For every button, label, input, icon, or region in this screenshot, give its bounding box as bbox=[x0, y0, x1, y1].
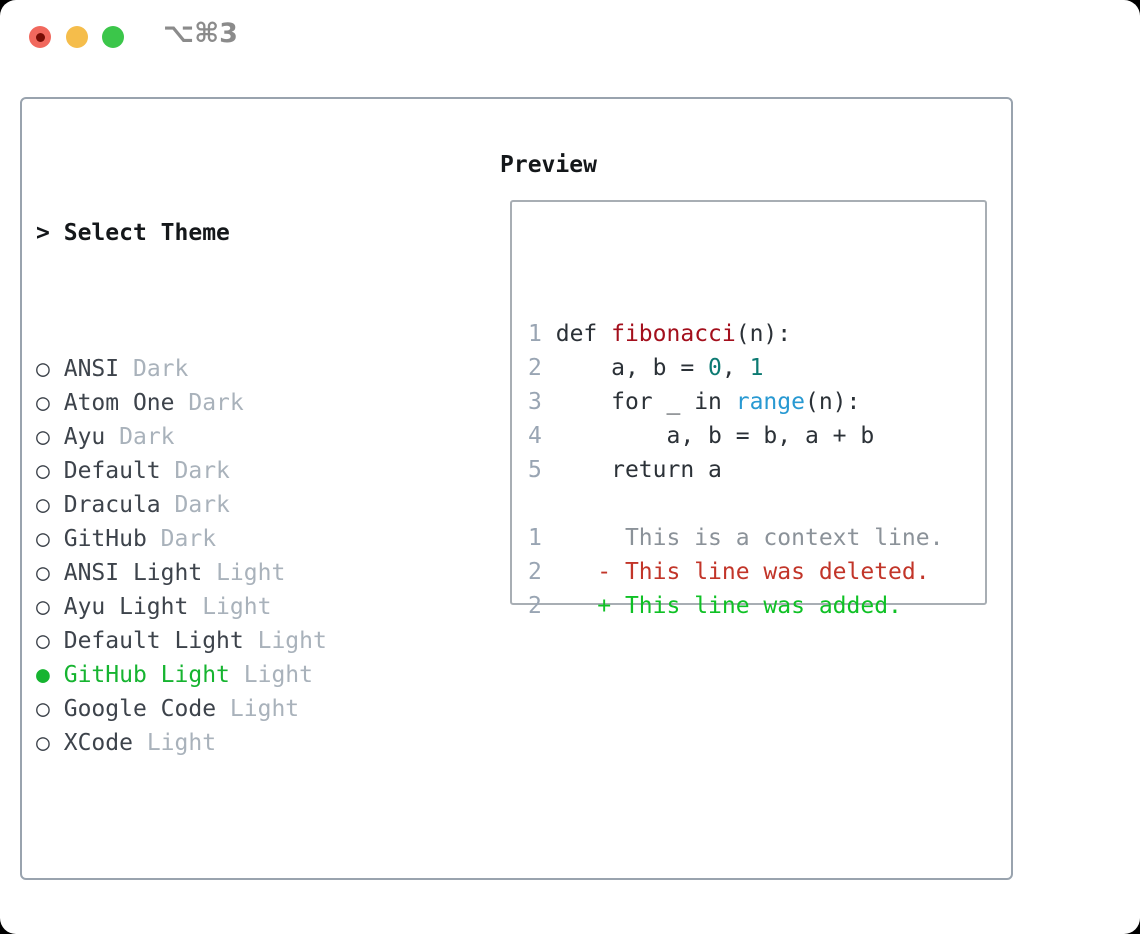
theme-item[interactable]: ○ ANSI Dark bbox=[36, 352, 424, 386]
theme-variant: Dark bbox=[132, 356, 189, 382]
radio-icon: ○ bbox=[36, 458, 50, 484]
preview-line: 1 def fibonacci(n): bbox=[528, 317, 985, 351]
radio-icon: ○ bbox=[36, 696, 50, 722]
radio-icon: ○ bbox=[36, 730, 50, 756]
preview-line: 2 + This line was added. bbox=[528, 589, 985, 623]
theme-variant: Dark bbox=[119, 424, 175, 450]
preview-header: Preview bbox=[500, 152, 597, 178]
theme-name: Ayu bbox=[63, 424, 106, 450]
preview-line: 2 a, b = 0, 1 bbox=[528, 351, 985, 385]
radio-icon: ○ bbox=[36, 594, 50, 620]
code-segment: This is a context line. bbox=[555, 525, 944, 551]
theme-item[interactable]: ○ Default Dark bbox=[36, 454, 424, 488]
theme-name: GitHub bbox=[63, 526, 147, 552]
line-number: 1 bbox=[528, 321, 542, 347]
theme-name: Google Code bbox=[63, 696, 217, 722]
theme-name: GitHub Light bbox=[63, 662, 230, 688]
zoom-button[interactable] bbox=[102, 26, 124, 48]
theme-item[interactable]: ○ XCode Light bbox=[36, 726, 424, 760]
line-number: 2 bbox=[528, 355, 542, 381]
line-number: 2 bbox=[528, 559, 542, 585]
theme-variant: Light bbox=[229, 696, 300, 722]
code-segment: , bbox=[721, 355, 750, 381]
preview-line bbox=[528, 487, 985, 521]
theme-item[interactable]: ○ Google Code Light bbox=[36, 692, 424, 726]
radio-icon: ○ bbox=[36, 356, 50, 382]
radio-icon: ○ bbox=[36, 492, 50, 518]
select-theme-label: Select Theme bbox=[63, 220, 230, 246]
code-segment: (n): bbox=[804, 389, 861, 415]
theme-item[interactable]: ○ GitHub Dark bbox=[36, 522, 424, 556]
theme-variant: Light bbox=[202, 594, 272, 620]
theme-variant: Dark bbox=[174, 458, 230, 484]
theme-name: XCode bbox=[63, 730, 133, 756]
radio-icon: ○ bbox=[36, 526, 50, 552]
line-number: 5 bbox=[528, 457, 542, 483]
code-segment: 0 bbox=[708, 355, 722, 381]
theme-item[interactable]: ○ Ayu Light Light bbox=[36, 590, 424, 624]
theme-name: ANSI Light bbox=[63, 560, 203, 586]
code-segment: a, b = b, a + b bbox=[555, 423, 875, 449]
theme-picker-panel: > Select Theme ○ ANSI Dark○ Atom One Dar… bbox=[20, 97, 1013, 880]
theme-variant: Light bbox=[146, 730, 217, 756]
code-segment: + This line was added. bbox=[555, 593, 902, 619]
select-theme-header: > Select Theme bbox=[36, 216, 424, 250]
preview-line: 1 This is a context line. bbox=[528, 521, 985, 555]
prompt-icon: > bbox=[36, 220, 50, 246]
radio-selected-icon: ● bbox=[36, 662, 50, 688]
radio-icon: ○ bbox=[36, 628, 50, 654]
theme-item[interactable]: ○ ANSI Light Light bbox=[36, 556, 424, 590]
preview-line: 5 return a bbox=[528, 453, 985, 487]
theme-variant: Light bbox=[243, 662, 313, 688]
preview-line: 3 for _ in range(n): bbox=[528, 385, 985, 419]
theme-item[interactable]: ○ Dracula Dark bbox=[36, 488, 424, 522]
theme-name: Ayu Light bbox=[63, 594, 189, 620]
theme-item[interactable]: ○ Default Light Light bbox=[36, 624, 424, 658]
radio-icon: ○ bbox=[36, 424, 50, 450]
theme-variant: Dark bbox=[188, 390, 244, 416]
close-button[interactable] bbox=[29, 26, 51, 48]
radio-icon: ○ bbox=[36, 390, 50, 416]
theme-name: Default bbox=[63, 458, 161, 484]
code-segment: def bbox=[555, 321, 612, 347]
spacer bbox=[36, 862, 424, 896]
line-number: 2 bbox=[528, 593, 542, 619]
code-segment: fibonacci bbox=[611, 321, 736, 347]
line-number: 3 bbox=[528, 389, 542, 415]
theme-item[interactable]: ○ Ayu Dark bbox=[36, 420, 424, 454]
code-segment: for _ in bbox=[555, 389, 736, 415]
theme-variant: Light bbox=[257, 628, 327, 654]
code-segment: a, b = bbox=[555, 355, 709, 381]
radio-icon: ○ bbox=[36, 560, 50, 586]
preview-line: 4 a, b = b, a + b bbox=[528, 419, 985, 453]
code-segment: range bbox=[735, 389, 805, 415]
code-segment: return a bbox=[555, 457, 722, 483]
theme-variant: Dark bbox=[160, 526, 217, 552]
theme-variant: Light bbox=[216, 560, 286, 586]
window-title: ⌥⌘3 bbox=[163, 18, 238, 49]
close-dot-icon bbox=[35, 32, 45, 42]
theme-item[interactable]: ○ Atom One Dark bbox=[36, 386, 424, 420]
code-segment: 1 bbox=[749, 355, 764, 381]
line-number: 4 bbox=[528, 423, 542, 449]
line-number: 1 bbox=[528, 525, 542, 551]
theme-name: Dracula bbox=[63, 492, 161, 518]
theme-variant: Dark bbox=[174, 492, 230, 518]
theme-name: Default Light bbox=[63, 628, 244, 654]
code-segment: - This line was deleted. bbox=[555, 559, 930, 585]
theme-name: Atom One bbox=[63, 390, 175, 416]
preview-line: 2 - This line was deleted. bbox=[528, 555, 985, 589]
theme-items-group: ○ ANSI Dark○ Atom One Dark○ Ayu Dark○ De… bbox=[36, 352, 424, 760]
theme-name: ANSI bbox=[63, 356, 120, 382]
theme-item[interactable]: ● GitHub Light Light bbox=[36, 658, 424, 692]
theme-list: > Select Theme ○ ANSI Dark○ Atom One Dar… bbox=[36, 148, 424, 934]
minimize-button[interactable] bbox=[66, 26, 88, 48]
code-segment: (n): bbox=[735, 321, 792, 347]
